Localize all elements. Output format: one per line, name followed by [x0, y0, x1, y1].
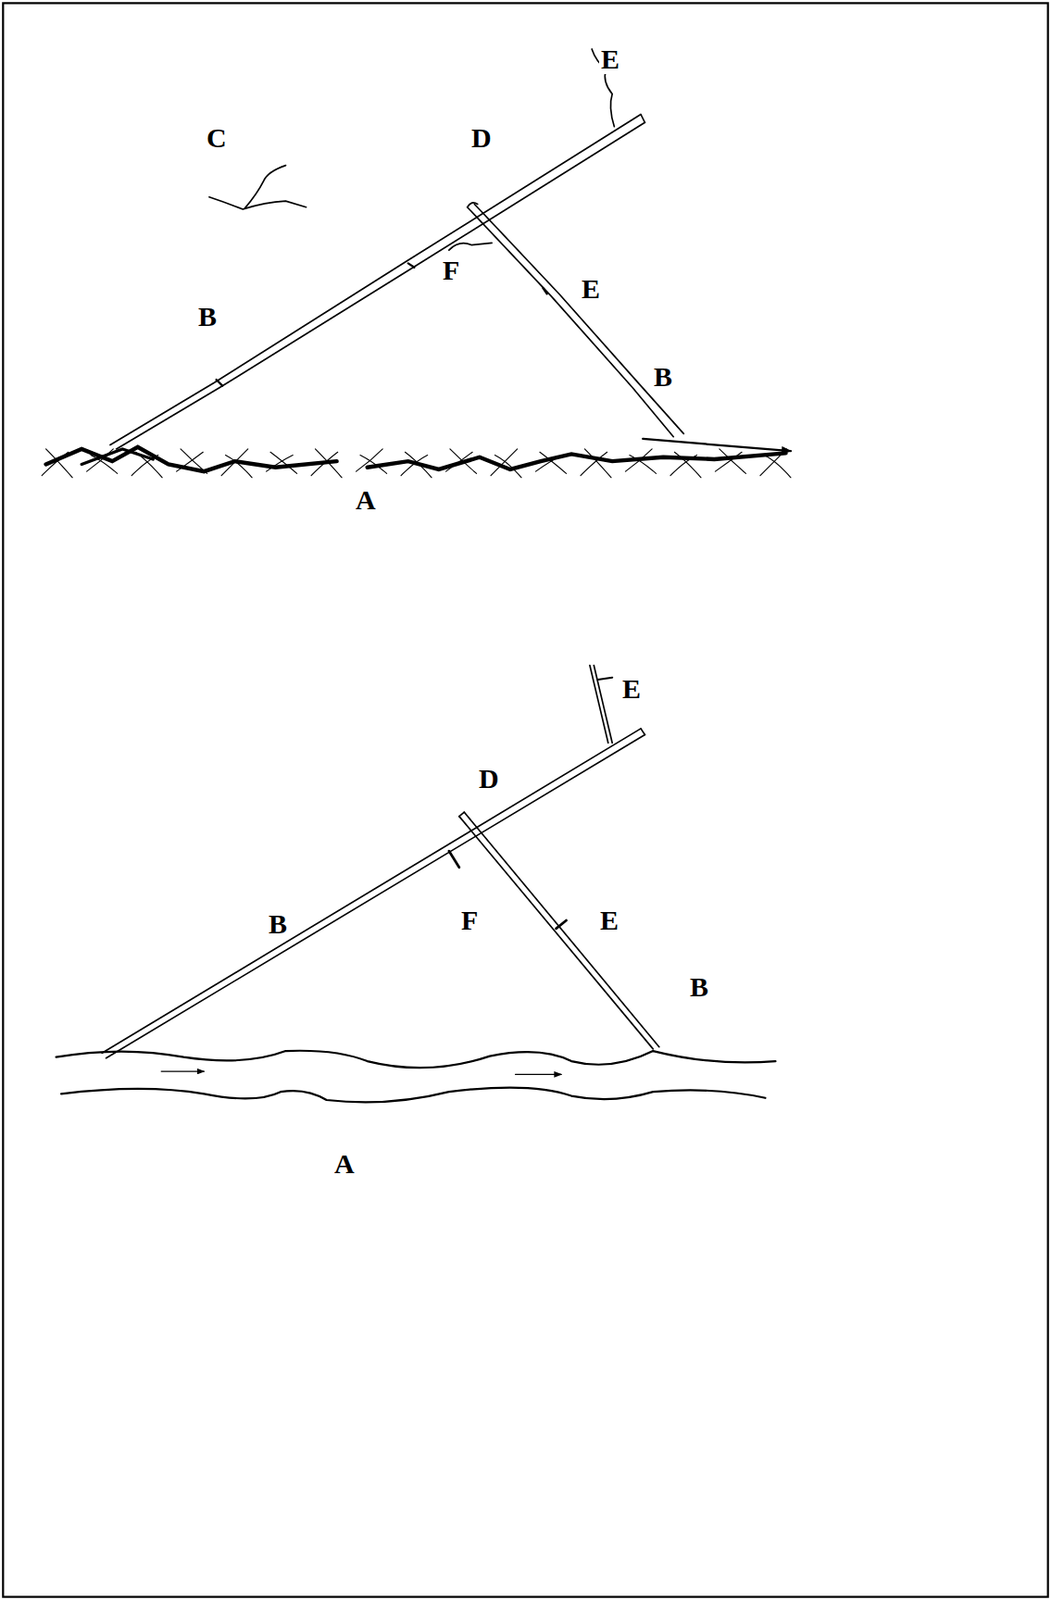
part-letter: E [579, 274, 602, 304]
part-letter: C [204, 123, 229, 153]
part-letter: B [651, 362, 675, 392]
part-letter: A [353, 485, 378, 515]
ground-texture [714, 451, 742, 472]
part-letter: B [688, 972, 711, 1002]
part-letter: F [440, 255, 462, 286]
part-letter: E [620, 674, 643, 704]
part-letter: B [196, 301, 219, 332]
clean-view [56, 665, 776, 1103]
part-letter: F [459, 905, 480, 936]
ground-texture [719, 449, 747, 474]
part-letter: D [476, 763, 501, 794]
part-letter: A [332, 1149, 357, 1179]
part-letter: E [599, 44, 622, 75]
part-letter: D [469, 123, 494, 153]
part-letter: E [598, 905, 621, 936]
sketch-view [41, 49, 791, 478]
ground-texture [584, 449, 612, 478]
part-letter: B [266, 909, 289, 939]
